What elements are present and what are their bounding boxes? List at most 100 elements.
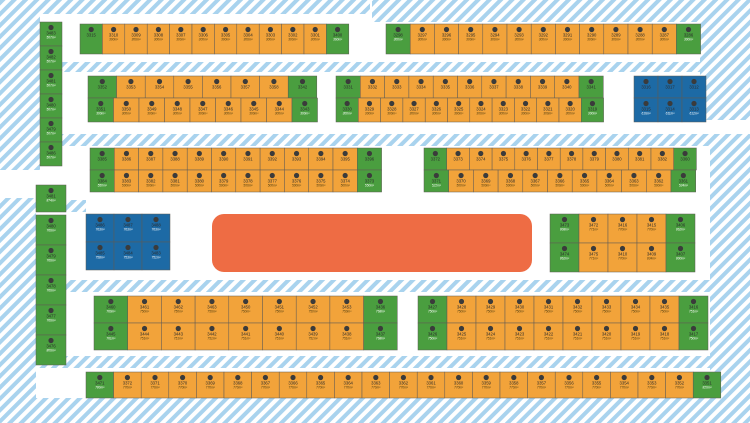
lot-3354[interactable]: 3354	[144, 75, 175, 99]
lot-3333[interactable]: 3333	[384, 75, 410, 99]
lot-3338[interactable]: 3338	[505, 75, 531, 99]
lot-3373[interactable]: 3373	[446, 147, 470, 171]
lot-3388[interactable]: 3388	[162, 147, 188, 171]
lot-3377[interactable]: 3377	[537, 147, 561, 171]
lot-3316[interactable]: 3316	[633, 75, 659, 99]
lot-3389[interactable]: 3389	[186, 147, 212, 171]
lot-3336[interactable]: 3336	[457, 75, 483, 99]
lot-3356[interactable]: 3356	[202, 75, 232, 99]
lot-3378[interactable]: 3378	[559, 147, 584, 171]
lot-3340[interactable]: 3340	[554, 75, 580, 99]
lot-3334[interactable]: 3334	[408, 75, 434, 99]
lot-3395[interactable]: 3395	[332, 147, 358, 171]
lot-3374[interactable]: 3374	[469, 147, 493, 171]
lot-3317[interactable]: 3317	[657, 75, 683, 99]
lot-3394[interactable]: 3394	[308, 147, 334, 171]
lot-3390[interactable]: 3390	[211, 147, 237, 171]
lot-3391[interactable]: 3391	[235, 147, 261, 171]
